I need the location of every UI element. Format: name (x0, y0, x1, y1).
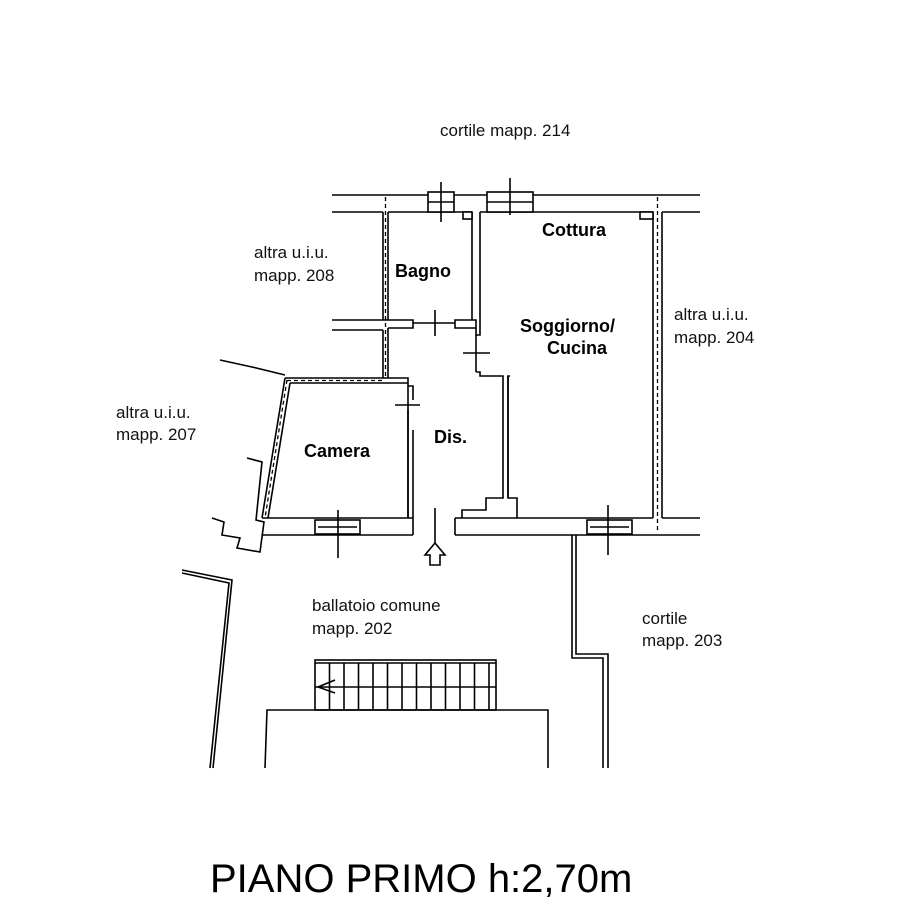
room-camera: Camera (304, 441, 371, 461)
label-cortile-1: cortile (642, 609, 687, 628)
label-west-upper-2: mapp. 208 (254, 266, 334, 285)
window-icon (314, 510, 361, 558)
label-ballatoio-1: ballatoio comune (312, 596, 441, 615)
label-east-2: mapp. 204 (674, 328, 754, 347)
room-soggiorno-2: Cucina (547, 338, 608, 358)
room-bagno: Bagno (395, 261, 451, 281)
label-west-lower-2: mapp. 207 (116, 425, 196, 444)
room-soggiorno-1: Soggiorno/ (520, 316, 615, 336)
plan-title: PIANO PRIMO h:2,70m (210, 857, 632, 900)
label-ballatoio-2: mapp. 202 (312, 619, 392, 638)
label-north: cortile mapp. 214 (440, 121, 570, 140)
window-icon (486, 178, 534, 215)
room-cottura: Cottura (542, 220, 607, 240)
label-cortile-2: mapp. 203 (642, 631, 722, 650)
window-icon (427, 182, 455, 222)
entrance-arrow-icon (423, 541, 447, 566)
staircase (314, 659, 497, 711)
window-icon (586, 505, 633, 555)
label-west-lower-1: altra u.i.u. (116, 403, 191, 422)
label-west-upper-1: altra u.i.u. (254, 243, 329, 262)
label-east-1: altra u.i.u. (674, 305, 749, 324)
room-dis: Dis. (434, 427, 467, 447)
